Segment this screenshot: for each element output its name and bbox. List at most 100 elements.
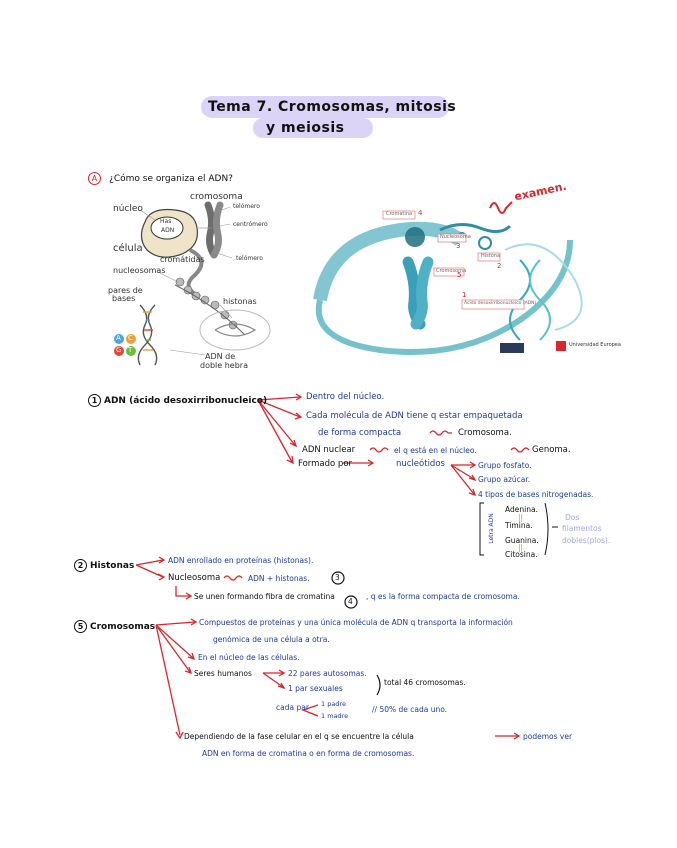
histonas-line3b: , q es la forma compacta de cromosoma. xyxy=(366,592,520,601)
title-highlight-1 xyxy=(201,96,449,118)
nucleotide-1: Grupo fosfato. xyxy=(478,461,532,470)
page-title-line1: Tema 7. Cromosomas, mitosis xyxy=(208,99,457,115)
base-g-icon xyxy=(114,346,124,356)
histonas-marker-4: 4 xyxy=(348,597,353,606)
right-figure xyxy=(313,210,583,355)
fig-label-celula: célula xyxy=(113,243,143,254)
cromosomas-item-1: Compuestos de proteínas y una única molé… xyxy=(199,618,513,627)
adn-item-9: nucleótidos xyxy=(396,459,445,469)
section3-num: 5 xyxy=(74,620,87,633)
fig-label-cromosoma: cromosoma xyxy=(190,192,243,202)
cromosomas-item-14: ADN en forma de cromatina o en forma de … xyxy=(202,749,415,758)
chromatin-ribbon xyxy=(313,221,465,302)
fig-label-nucleosomas: nucleosomas xyxy=(113,266,166,275)
marker-4 xyxy=(344,595,358,609)
cromosomas-item-4: Seres humanos xyxy=(194,669,252,678)
autosomes-bracket xyxy=(376,674,381,696)
rfig-label-cromatina: Cromatina xyxy=(386,211,413,217)
chromosome-shape xyxy=(204,201,218,259)
cromosomas-item-9: 1 padre xyxy=(321,700,346,708)
base-citosina: Citosina. xyxy=(505,550,538,559)
fig-label-bases: bases xyxy=(112,294,136,303)
adn-item-6: el q está en el núcleo. xyxy=(394,446,477,455)
histonas-marker-3: 3 xyxy=(335,573,340,582)
section1-num: 1 xyxy=(88,394,101,407)
side-label-letra-adn: Letra ADN xyxy=(487,513,495,544)
fig-label-adn-2: doble hebra xyxy=(200,361,248,370)
cromosomas-item-8: cada par xyxy=(276,703,309,712)
cromosomas-item-12: Dependiendo de la fase celular en el q s… xyxy=(184,732,414,741)
base-c-icon xyxy=(126,334,136,344)
rfig-label-histona: Histona xyxy=(481,253,501,259)
adn-item-8: Formado por xyxy=(298,459,353,469)
rfig-num-5: 5 xyxy=(457,271,462,279)
section2-title: Histonas xyxy=(90,561,135,571)
base-adenina: Adenina. xyxy=(505,505,538,514)
pair-mark-1: || xyxy=(518,513,524,522)
dna-helix xyxy=(137,304,158,366)
exam-note-arrow xyxy=(489,201,513,214)
adn-item-2: Cada molécula de ADN tiene q estar empaq… xyxy=(306,411,523,421)
page-title-line2: y meiosis xyxy=(266,120,345,136)
question-heading: A ¿Cómo se organiza el ADN? xyxy=(88,166,233,185)
cromosomas-item-3: En el núcleo de las células. xyxy=(198,653,300,662)
adn-item-4: Cromosoma. xyxy=(458,428,512,438)
adn-item-1: Dentro del núcleo. xyxy=(306,392,385,402)
title-highlight-2 xyxy=(253,118,373,138)
histonas-item-3: ADN + histonas. xyxy=(248,574,310,583)
adn-item-5: ADN nuclear xyxy=(302,445,356,455)
base-c-label: C xyxy=(128,334,133,342)
adn-item-7: Genoma. xyxy=(532,445,571,455)
fig-label-nucleo: núcleo xyxy=(113,204,143,214)
cromosomas-item-10: 1 madre xyxy=(321,712,349,720)
base-a-label: A xyxy=(116,334,121,342)
cromosomas-item-5: 22 pares autosomas. xyxy=(288,669,367,678)
section3-title: Cromosomas xyxy=(90,622,156,632)
cromosomas-item-6: 1 par sexuales xyxy=(288,684,343,693)
rfig-num-4: 4 xyxy=(418,209,423,217)
rfig-label-adn: Ácido desoxirribonucleico (ADN) xyxy=(464,301,537,306)
fig-label-histonas: histonas xyxy=(223,297,257,306)
cromosomas-item-2: genómica de una célula a otra. xyxy=(213,635,330,644)
rfig-num-3: 3 xyxy=(456,242,461,250)
rfig-label-cromosoma: Cromosoma xyxy=(436,268,467,274)
cromosomas-item-7: total 46 cromosomas. xyxy=(384,678,466,687)
rfig-credit: Universidad Europea xyxy=(569,342,621,348)
rfig-label-nucleosoma: Nucleosoma xyxy=(440,234,471,240)
base-a-icon xyxy=(114,334,124,344)
nucleotide-2: Grupo azúcar. xyxy=(478,475,531,484)
section2-num: 2 xyxy=(74,559,87,572)
base-timina: Timina. xyxy=(505,521,533,530)
fig-label-telomero-2: telómero xyxy=(236,255,263,262)
rfig-num-1: 1 xyxy=(462,291,467,299)
nucleus-text-1: Has xyxy=(160,218,172,225)
marker-3 xyxy=(331,571,345,585)
base-guanina: Guanina. xyxy=(505,536,539,545)
histonas-item-1: ADN enrollado en proteínas (histonas). xyxy=(168,556,314,565)
nucleus-text-2: ADN xyxy=(161,227,175,234)
histonas-item-2: Nucleosoma xyxy=(168,573,221,583)
base-t-icon xyxy=(126,346,136,356)
cromosomas-item-13: podemos ver xyxy=(523,732,573,741)
fig-label-pares: pares de xyxy=(108,286,143,295)
fig-label-adn-1: ADN de xyxy=(205,352,236,361)
note-1: Dos xyxy=(565,513,580,522)
adn-item-3: de forma compacta xyxy=(318,428,402,438)
section1-title: ADN (ácido desoxirribonucleico) xyxy=(104,396,268,406)
histonas-line3: Se unen formando fibra de cromatina xyxy=(194,592,335,601)
note-3: dobles(plos). xyxy=(562,536,611,545)
question-text: ¿Cómo se organiza el ADN? xyxy=(109,174,233,184)
section1-arrows xyxy=(257,393,530,497)
base-t-label: T xyxy=(128,346,133,354)
cromosomas-item-11: // 50% de cada uno. xyxy=(372,705,448,714)
bases-bracket xyxy=(544,502,549,556)
pair-mark-2: || xyxy=(518,543,524,552)
question-marker: A xyxy=(88,172,101,185)
base-g-label: G xyxy=(116,346,122,354)
fig-label-cromatidas: cromátidas xyxy=(160,255,205,264)
note-2: filamentos xyxy=(562,524,602,533)
fig-label-telomero-1: telómero xyxy=(233,203,260,210)
